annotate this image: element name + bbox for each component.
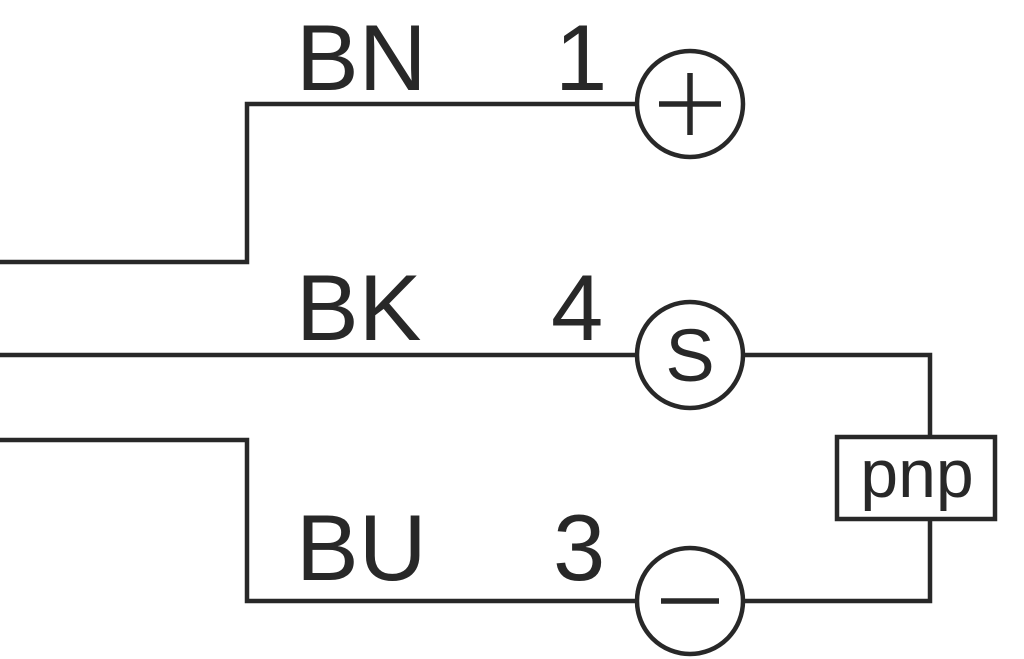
- bn-wire: [0, 101, 637, 265]
- bu-pin-number: 3: [553, 495, 605, 600]
- pnp-to-minus-wire: [743, 519, 933, 604]
- pnp-output-label: pnp: [860, 436, 973, 512]
- signal-terminal-circle: [634, 299, 746, 411]
- signal-to-pnp-wire: [743, 352, 933, 437]
- bu-wire: [0, 437, 637, 604]
- bk-pin-number: 4: [551, 255, 603, 360]
- bn-wire-label: BN: [296, 5, 427, 110]
- pnp-output-box: [834, 434, 998, 522]
- bu-wire-label: BU: [296, 495, 427, 600]
- signal-terminal-letter: S: [665, 314, 714, 397]
- bk-wire-label: BK: [296, 255, 421, 360]
- bn-pin-number: 1: [555, 5, 607, 110]
- plus-icon: [659, 73, 721, 135]
